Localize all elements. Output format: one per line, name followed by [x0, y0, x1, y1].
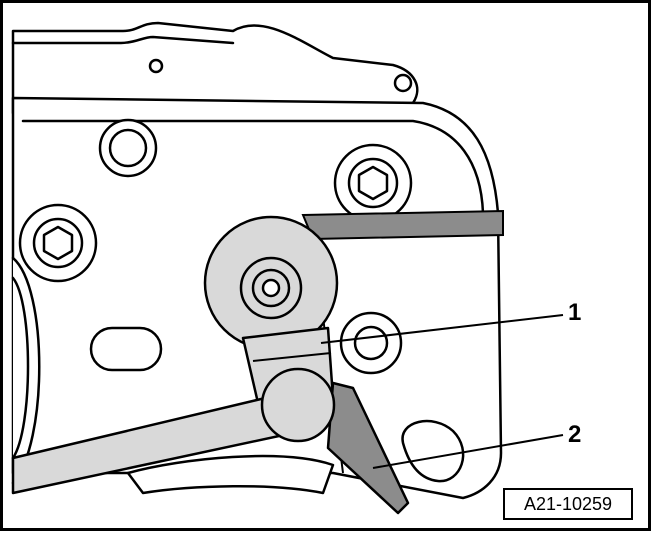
bolt-top-right — [333, 143, 413, 223]
technical-illustration — [11, 21, 564, 515]
shaded-band — [301, 209, 504, 241]
figure-id-label: A21-10259 — [503, 488, 633, 520]
lower-shell — [126, 454, 335, 495]
callout-2: 2 — [568, 421, 582, 448]
housing-bracket — [11, 21, 425, 115]
bracket-hole-right — [393, 73, 413, 93]
wedge-gauge — [326, 381, 410, 515]
left-cylinder-inner — [11, 276, 30, 460]
leader-line-2 — [372, 434, 564, 469]
bolt-left — [18, 203, 98, 283]
ball-joint — [260, 367, 336, 443]
pivot-center — [261, 278, 281, 298]
callout-1: 1 — [568, 299, 582, 326]
bracket-inner-line — [11, 35, 235, 45]
slot-right — [401, 419, 465, 483]
bracket-hole — [148, 58, 164, 74]
leader-line-1 — [320, 314, 564, 344]
bolt-top-left — [98, 118, 158, 178]
bolt-center-right — [339, 311, 403, 375]
plate-inner-contour — [21, 119, 485, 215]
slot-left — [89, 326, 163, 372]
